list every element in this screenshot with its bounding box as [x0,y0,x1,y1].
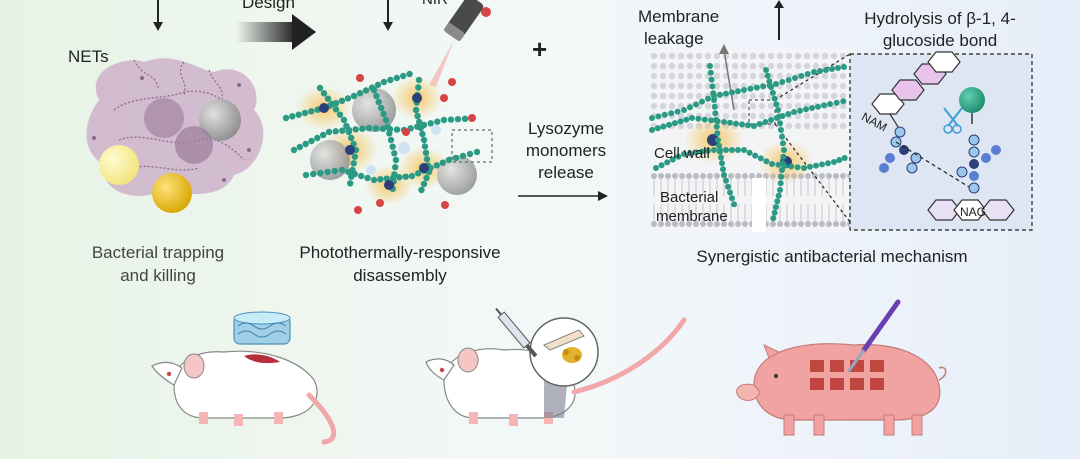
nanoparticle-network [282,70,493,214]
nanoparticle-core [345,145,355,155]
red-dot [440,94,448,102]
scalpel-icon [846,299,901,373]
nanoparticle-core [419,163,429,173]
laser-icon [429,0,491,87]
red-dot [402,128,410,136]
cell-wall-label: Cell wall [654,145,710,162]
artwork [86,0,1033,445]
membrane-leakage-line1: Membrane [638,7,720,26]
bacterial-trapping-line1: Bacterial trapping [91,243,225,262]
bead-chain [653,147,848,171]
figure-frame: Design NIR NETs Bacterial trapping and k… [24,0,1076,459]
bead-chain [370,86,400,192]
membrane-cross-section [649,44,854,232]
glycan-panel [849,51,1033,231]
plus-sign: + [532,34,548,64]
design-label: Design [242,0,295,12]
pig-with-scalpel [736,299,947,436]
bead-chain [649,98,847,133]
bead-chain [707,63,737,208]
red-dot [468,114,476,122]
red-dot [441,201,449,209]
top-up-arrow-right [774,0,784,40]
bacterial-membrane-line1: Bacterial [660,189,719,206]
nir-label: NIR [422,0,448,9]
scissors-icon [943,107,963,134]
membrane-leakage-line2: leakage [644,29,704,48]
red-dot [376,199,384,207]
lysozyme-enzyme-icon [959,87,985,124]
lysozyme-line3: release [538,163,594,182]
lysozyme-line2: monomers [525,141,607,160]
bead-chain [302,148,481,184]
nanoparticle-core [412,93,422,103]
lysozyme-line1: Lysozyme [528,119,604,138]
design-arrow-icon [236,14,316,50]
hydrolysis-line1: Hydrolysis of β-1, 4- [864,9,1016,28]
top-down-arrow-middle [383,0,393,31]
lysozyme-arrow [518,191,608,201]
nanoparticle-core [319,103,329,113]
nets-cluster [86,58,264,213]
bead-chain [763,67,787,222]
red-dot [354,206,362,214]
photothermal-line2: disassembly [353,266,447,285]
red-dot [448,78,456,86]
top-down-arrow-left [153,0,163,31]
bead-chain [316,84,360,187]
mouse-with-syringe [425,307,687,426]
mouse-with-hydrogel [151,311,337,445]
bacterial-membrane-line2: membrane [656,208,728,225]
photothermal-line1: Photothermally-responsive [299,243,501,262]
nets-label: NETs [68,47,109,66]
nag-label: NAG [960,205,987,219]
nanoparticle-core [384,180,394,190]
hydrolysis-line2: glucoside bond [882,31,998,50]
glycan-chain-icon [871,51,1015,221]
bead-chain [290,115,476,154]
synergistic-label: Synergistic antibacterial mechanism [696,247,968,266]
bacterial-trapping-line2: and killing [120,266,196,285]
red-dot [356,74,364,82]
